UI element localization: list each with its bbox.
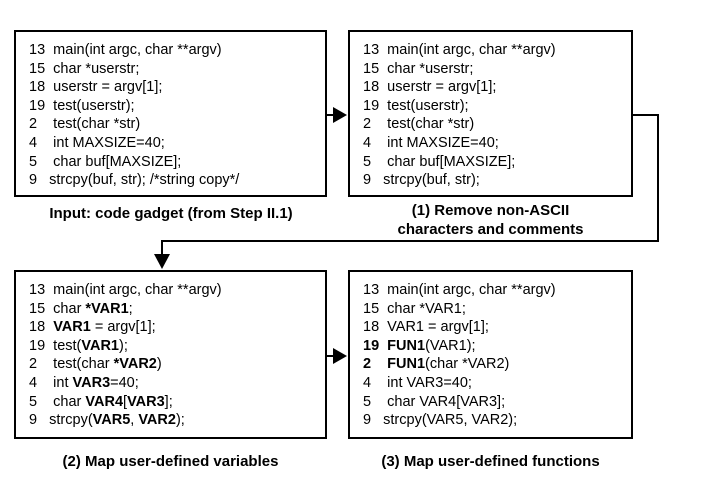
arrow-step1-to-step2 xyxy=(154,114,659,269)
code-line: 9 strcpy(VAR5, VAR2); xyxy=(29,412,185,429)
code-line: 13 main(int argc, char **argv) xyxy=(29,282,222,298)
code-line: 18 VAR1 = argv[1]; xyxy=(363,319,489,336)
code-line: 2 test(char *VAR2) xyxy=(29,356,162,373)
code-line: 4 int VAR3=40; xyxy=(363,374,472,391)
code-line: 18 VAR1 = argv[1]; xyxy=(29,319,156,336)
code-line: 5 char VAR4[VAR3]; xyxy=(363,393,506,410)
code-line: 19 test(userstr); xyxy=(363,97,469,114)
code-line: 13 main(int argc, char **argv) xyxy=(363,42,556,58)
code-line: 5 char buf[MAXSIZE]; xyxy=(29,153,182,170)
code-line: 4 int VAR3=40; xyxy=(29,374,139,391)
code-line: 13 main(int argc, char **argv) xyxy=(29,42,222,58)
input-caption: Input: code gadget (from Step II.1) xyxy=(49,205,293,222)
code-line: 9 strcpy(VAR5, VAR2); xyxy=(363,412,518,429)
code-line: 5 char buf[MAXSIZE]; xyxy=(363,153,516,170)
code-line: 5 char VAR4[VAR3]; xyxy=(29,393,173,410)
code-line: 4 int MAXSIZE=40; xyxy=(363,134,499,151)
step2-caption: (2) Map user-defined variables xyxy=(62,453,279,470)
code-line: 19 test(VAR1); xyxy=(29,337,128,354)
code-line: 9 strcpy(buf, str); xyxy=(363,172,480,189)
code-line: 9 strcpy(buf, str); /*string copy*/ xyxy=(29,172,240,189)
code-line: 2 test(char *str) xyxy=(29,116,141,133)
code-line: 2 FUN1(char *VAR2) xyxy=(363,356,510,373)
code-line: 15 char *userstr; xyxy=(29,60,140,77)
code-line: 2 test(char *str) xyxy=(363,116,475,133)
step1-code-panel: 13 main(int argc, char **argv) 15 char *… xyxy=(348,30,633,197)
code-line: 19 FUN1(VAR1); xyxy=(363,337,476,354)
step1-caption-line2: characters and comments xyxy=(397,221,584,238)
code-line: 18 userstr = argv[1]; xyxy=(29,79,163,96)
step3-code-panel: 13 main(int argc, char **argv) 15 char *… xyxy=(348,270,633,439)
step1-caption-line1: (1) Remove non-ASCII xyxy=(411,202,570,219)
code-line: 15 char *VAR1; xyxy=(29,300,133,317)
code-line: 19 test(userstr); xyxy=(29,97,135,114)
code-line: 15 char *VAR1; xyxy=(363,300,466,317)
code-line: 13 main(int argc, char **argv) xyxy=(363,282,556,298)
arrow-input-to-step1 xyxy=(327,107,347,123)
input-code-panel: 13 main(int argc, char **argv) 15 char *… xyxy=(14,30,327,197)
step2-code-panel: 13 main(int argc, char **argv) 15 char *… xyxy=(14,270,327,439)
arrow-step2-to-step3 xyxy=(327,348,347,364)
step3-caption: (3) Map user-defined functions xyxy=(381,453,600,470)
code-line: 15 char *userstr; xyxy=(363,60,474,77)
code-line: 4 int MAXSIZE=40; xyxy=(29,134,165,151)
code-line: 18 userstr = argv[1]; xyxy=(363,79,497,96)
